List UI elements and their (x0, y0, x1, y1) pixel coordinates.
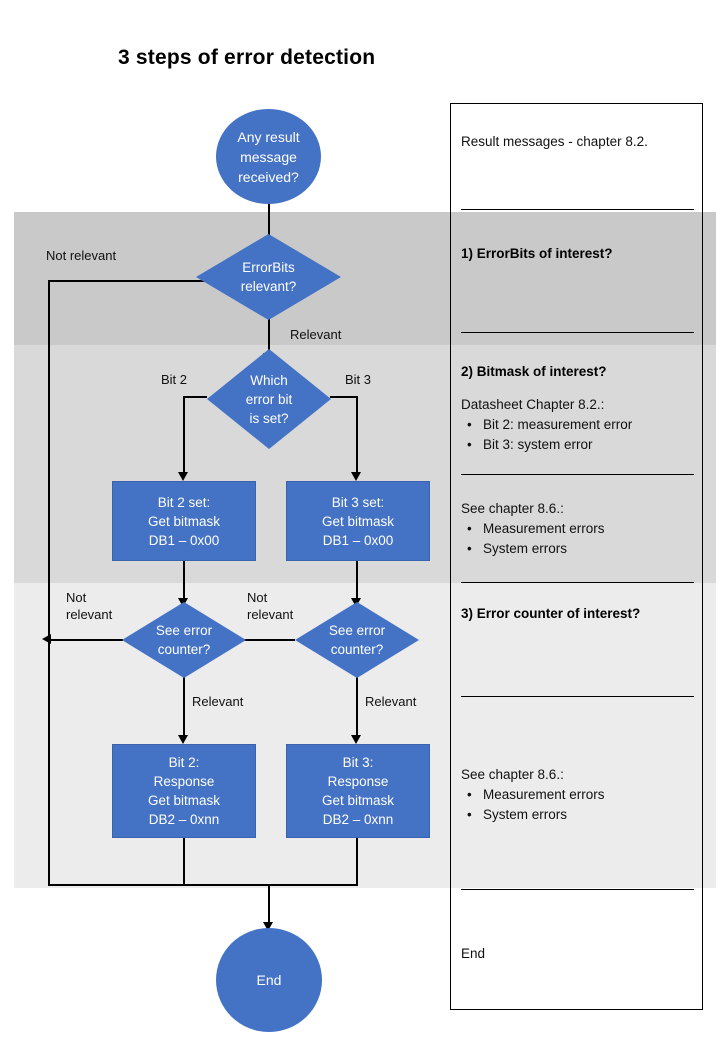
connector-counterleft-not-relevant (48, 639, 123, 641)
connector-whichbit-bit2-h (183, 396, 207, 398)
arrowhead-counterleft-not-relevant (42, 634, 51, 644)
panel-section-result-messages: Result messages - chapter 8.2. (461, 132, 694, 152)
list-item: Bit 2: measurement error (461, 415, 694, 435)
connector-whichbit-bit3-v (356, 396, 358, 476)
connector-errorbits-to-whichbit (268, 318, 270, 356)
panel-section-1-title: 1) ErrorBits of interest? (461, 246, 613, 261)
node-box-bit3-response[interactable]: Bit 3: Response Get bitmask DB2 – 0xnn (286, 744, 430, 838)
list-item: Measurement errors (461, 519, 694, 539)
legend-panel: Result messages - chapter 8.2. 1) ErrorB… (450, 103, 703, 1010)
connector-whichbit-bit2-v (183, 396, 185, 476)
panel-divider-1 (461, 209, 694, 211)
connector-start-to-errorbits (268, 203, 270, 241)
panel-section-1: 1) ErrorBits of interest? (461, 244, 694, 263)
edge-label-counterleft-not-relevant: Not relevant (66, 590, 113, 622)
panel-divider-2 (461, 332, 694, 334)
connector-bit3-to-counterright (356, 560, 358, 602)
band-step-1 (14, 212, 716, 345)
panel-section-2-block-b-text: See chapter 8.6.: (461, 501, 564, 516)
list-item: System errors (461, 539, 694, 559)
diamond-shape (295, 602, 419, 678)
node-decision-counter-right[interactable]: See error counter? (295, 602, 419, 678)
connector-bit3response-down (356, 836, 358, 885)
node-start[interactable]: Any result message received? (216, 109, 321, 204)
arrowhead-whichbit-to-bit3 (351, 472, 361, 481)
node-decision-counter-left[interactable]: See error counter? (122, 602, 246, 678)
arrowhead-counterright-to-bit3response (351, 735, 361, 744)
connector-bottom-rail (48, 884, 358, 886)
panel-section-3-title: 3) Error counter of interest? (461, 606, 641, 621)
connector-bit2-to-counterleft (183, 560, 185, 602)
connector-rail-to-end (268, 884, 270, 926)
page-title: 3 steps of error detection (118, 46, 376, 69)
node-box-bit2-response[interactable]: Bit 2: Response Get bitmask DB2 – 0xnn (112, 744, 256, 838)
panel-section-3: 3) Error counter of interest? (461, 604, 694, 623)
arrowhead-bit2-to-counterleft (178, 598, 188, 607)
node-end[interactable]: End (216, 928, 322, 1032)
panel-section-2-block-b: See chapter 8.6.: Measurement errors Sys… (461, 499, 694, 559)
panel-divider-4 (461, 582, 694, 584)
panel-section-2-title: 2) Bitmask of interest? (461, 364, 607, 379)
panel-section-2-block-b-bullets: Measurement errors System errors (461, 519, 694, 559)
panel-section-3-block-b: See chapter 8.6.: Measurement errors Sys… (461, 765, 694, 825)
list-item: System errors (461, 805, 694, 825)
connector-counterright-to-bit3response (356, 677, 358, 739)
arrowhead-counterleft-to-bit2response (178, 735, 188, 744)
panel-section-2-block-a-text: Datasheet Chapter 8.2.: (461, 397, 605, 412)
panel-section-end: End (461, 944, 694, 964)
edge-label-errorbits-not-relevant: Not relevant (46, 248, 117, 263)
connector-counterleft-to-bit2response (183, 677, 185, 739)
arrowhead-bit3-to-counterright (351, 598, 361, 607)
connector-whichbit-bit3-h (330, 396, 357, 398)
diamond-shape (207, 349, 331, 449)
node-decision-errorbits[interactable]: ErrorBits relevant? (196, 234, 341, 320)
panel-section-2: 2) Bitmask of interest? Datasheet Chapte… (461, 362, 694, 455)
connector-errorbits-not-relevant-h (48, 280, 205, 282)
panel-divider-5 (461, 696, 694, 698)
list-item: Measurement errors (461, 785, 694, 805)
panel-section-3-block-b-bullets: Measurement errors System errors (461, 785, 694, 825)
node-decision-which-bit[interactable]: Which error bit is set? (207, 349, 331, 449)
panel-divider-3 (461, 474, 694, 476)
panel-result-messages-text: Result messages - chapter 8.2. (461, 134, 648, 149)
edge-label-counterright-relevant: Relevant (365, 694, 417, 709)
panel-divider-6 (461, 889, 694, 891)
edge-label-counterright-not-relevant: Not relevant (247, 590, 294, 622)
arrowhead-rail-to-end (263, 922, 273, 931)
connector-left-feedback-rail (48, 280, 50, 885)
edge-label-bit2: Bit 2 (161, 372, 188, 387)
panel-end-text: End (461, 946, 486, 961)
connector-bit2response-down (183, 836, 185, 885)
edge-label-bit3: Bit 3 (345, 372, 372, 387)
connector-counterright-not-relevant (240, 639, 295, 641)
node-box-bit3-bitmask[interactable]: Bit 3 set: Get bitmask DB1 – 0x00 (286, 481, 430, 561)
edge-label-errorbits-relevant: Relevant (290, 327, 342, 342)
edge-label-counterleft-relevant: Relevant (192, 694, 244, 709)
arrowhead-whichbit-to-bit2 (178, 472, 188, 481)
diamond-shape (122, 602, 246, 678)
node-box-bit2-bitmask[interactable]: Bit 2 set: Get bitmask DB1 – 0x00 (112, 481, 256, 561)
list-item: Bit 3: system error (461, 435, 694, 455)
diamond-shape (196, 234, 341, 320)
panel-section-3-block-b-text: See chapter 8.6.: (461, 767, 564, 782)
panel-section-2-block-a-bullets: Bit 2: measurement error Bit 3: system e… (461, 415, 694, 455)
